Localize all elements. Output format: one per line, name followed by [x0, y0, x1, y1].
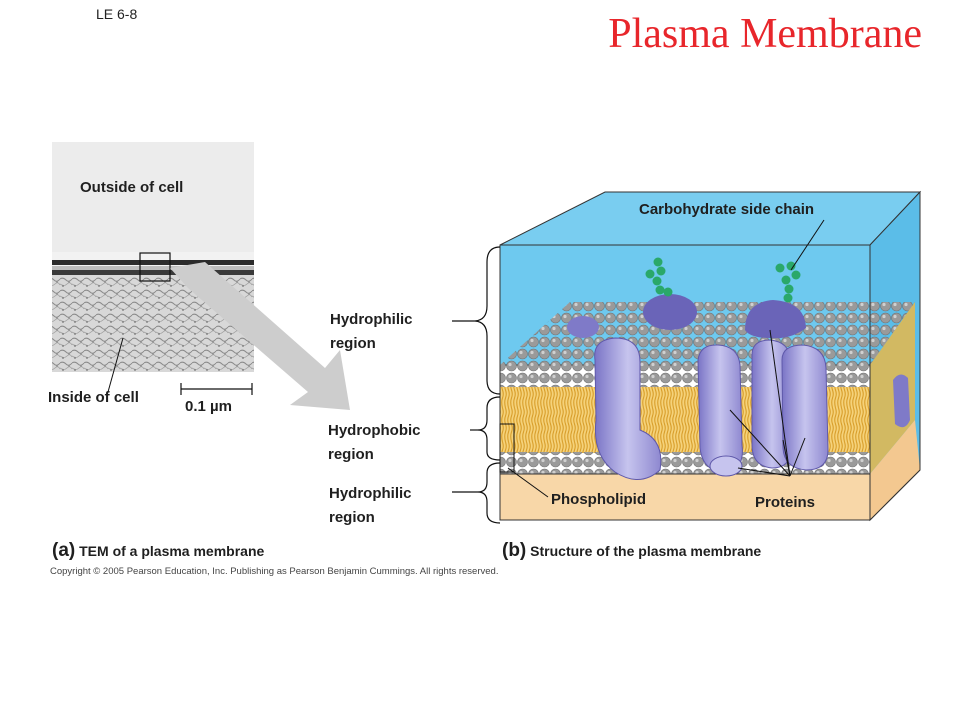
- copyright-notice: Copyright © 2005 Pearson Education, Inc.…: [50, 566, 499, 577]
- hydrophilic-bottom-line1: Hydrophilic: [329, 485, 412, 502]
- glycoprotein-left: [643, 294, 697, 330]
- hydrophilic-bottom-line2: region: [329, 509, 375, 526]
- hydrophobic-line2: region: [328, 446, 374, 463]
- membrane-protein-middle: [697, 344, 743, 477]
- phospholipid-label: Phospholipid: [551, 491, 646, 508]
- phospholipid-pointer: [507, 467, 549, 498]
- caption-b-letter: (b): [502, 540, 527, 561]
- caption-a-text: TEM of a plasma membrane: [79, 543, 265, 559]
- inside-cell-label: Inside of cell: [48, 389, 139, 406]
- hydrophobic-label: Hydrophobic region: [328, 419, 421, 467]
- region-braces: [452, 246, 501, 524]
- edge-protein: [893, 374, 910, 428]
- slide-title: Plasma Membrane: [608, 11, 922, 57]
- caption-b: (b) Structure of the plasma membrane: [502, 540, 761, 562]
- peripheral-protein-small: [567, 316, 599, 338]
- caption-b-text: Structure of the plasma membrane: [530, 543, 762, 559]
- phospholipid-box: [499, 423, 515, 473]
- zoom-arrow: [170, 262, 350, 410]
- carbohydrate-chain-right: [775, 261, 801, 303]
- carbohydrate-chain-left: [645, 257, 673, 297]
- slide-id: LE 6-8: [96, 6, 138, 22]
- proteins-label: Proteins: [755, 494, 816, 511]
- membrane-protein-right: [751, 339, 829, 471]
- glycoprotein-right: [745, 300, 806, 339]
- hydrophobic-line1: Hydrophobic: [328, 422, 421, 439]
- proteins-pointers: [729, 329, 806, 477]
- hydrophilic-top-line1: Hydrophilic: [330, 311, 413, 328]
- hydrophilic-top-line2: region: [330, 335, 376, 352]
- caption-a-letter: (a): [52, 540, 76, 561]
- hydrophilic-top-label: Hydrophilic region: [330, 308, 413, 356]
- inside-cell-pointer: [107, 337, 124, 393]
- scale-bar-label: 0.1 µm: [185, 398, 232, 415]
- carbohydrate-label: Carbohydrate side chain: [639, 201, 815, 218]
- hydrophilic-bottom-label: Hydrophilic region: [329, 482, 412, 530]
- caption-a: (a) TEM of a plasma membrane: [52, 540, 264, 562]
- outside-cell-label: Outside of cell: [80, 179, 184, 196]
- carbohydrate-pointer: [790, 219, 825, 271]
- scale-bar: [180, 383, 253, 395]
- membrane-protein-left: [594, 337, 662, 480]
- tem-zoom-box: [139, 252, 171, 282]
